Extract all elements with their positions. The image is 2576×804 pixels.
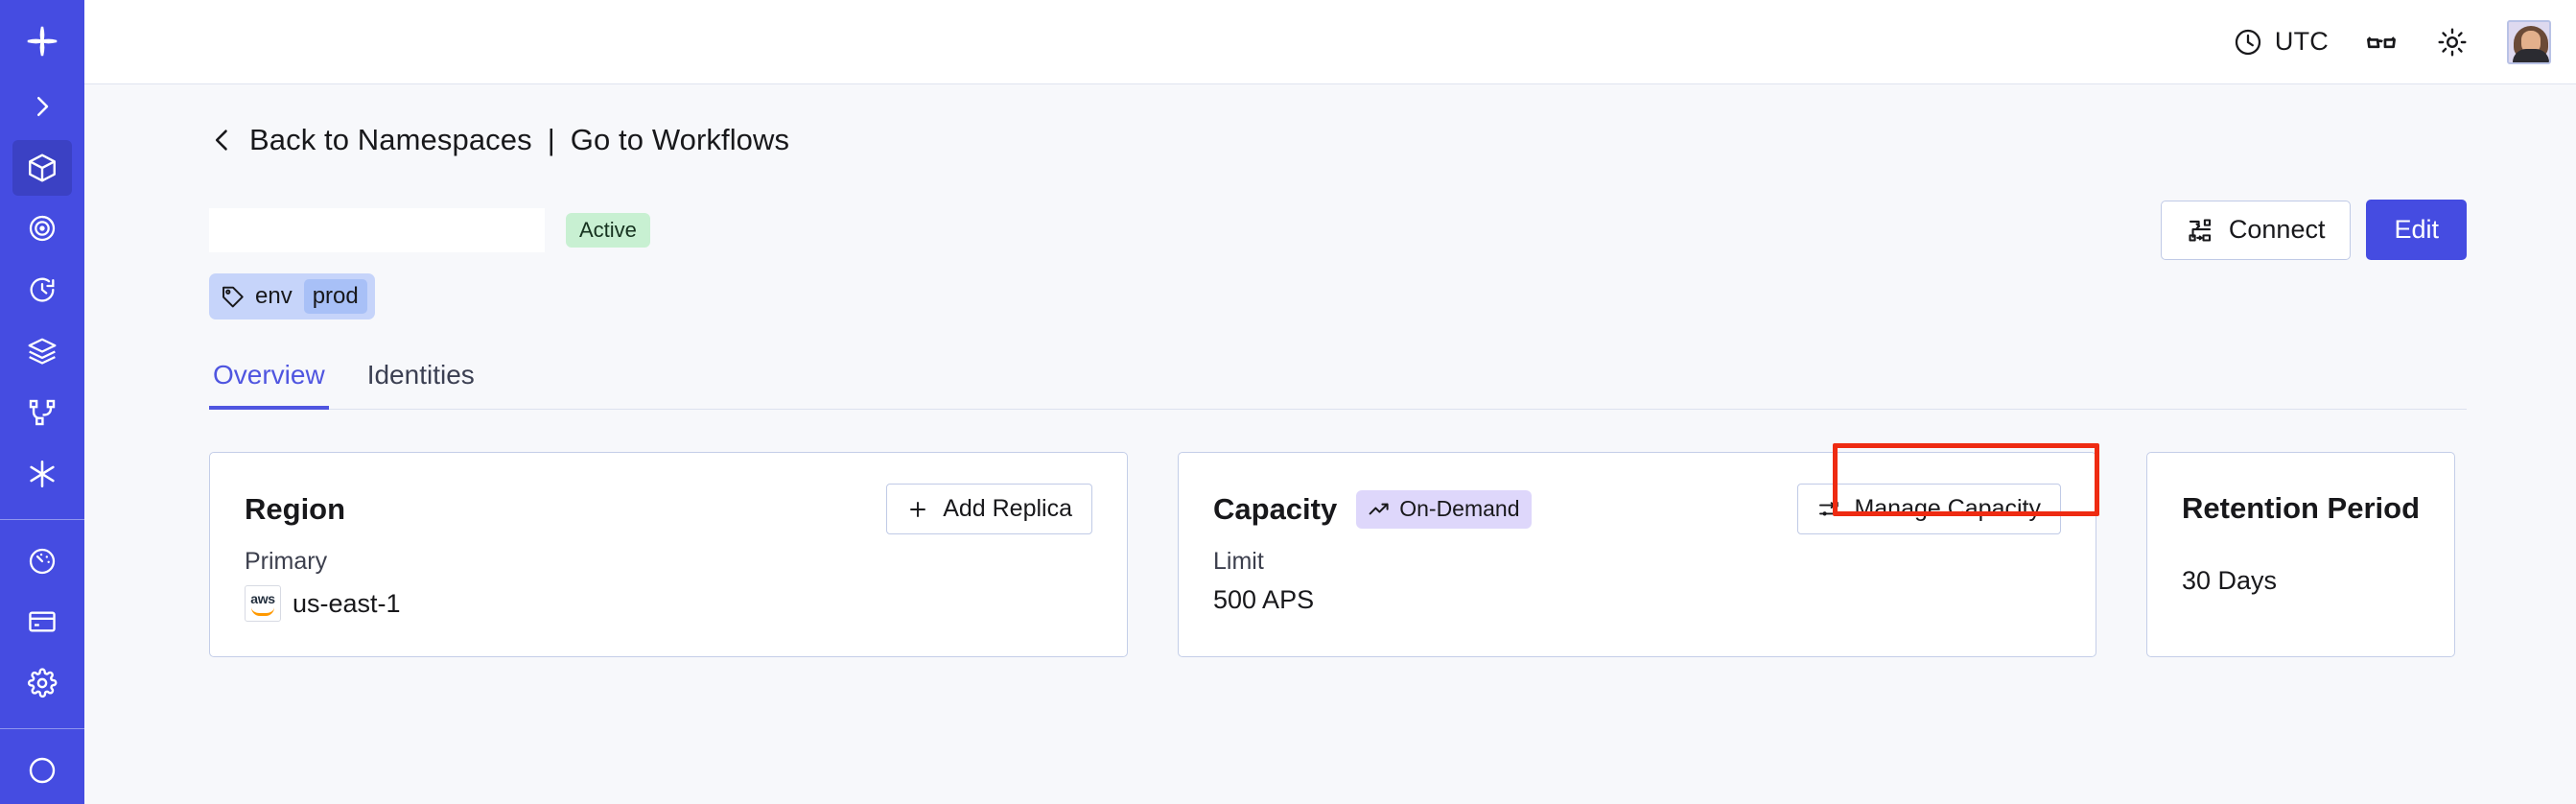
tag-chip-env[interactable]: env prod [209, 273, 375, 319]
aws-logo-smile [251, 607, 274, 616]
sidebar [0, 0, 84, 804]
page-title [209, 207, 545, 252]
sidebar-item-settings[interactable] [12, 655, 72, 711]
namespace-header-actions: Connect Edit [2160, 200, 2467, 260]
timezone-label: UTC [2274, 27, 2329, 56]
status-badge: Active [566, 212, 650, 248]
tab-bar: Overview Identities [209, 360, 2467, 410]
region-primary-label: Primary [245, 548, 328, 575]
sidebar-item-help[interactable] [12, 743, 72, 798]
gear-icon [27, 668, 58, 698]
capacity-mode-badge: On-Demand [1356, 489, 1532, 529]
sidebar-divider-bottom [0, 728, 84, 730]
content-inner: Back to Namespaces | Go to Workflows Act… [84, 123, 2576, 657]
region-card-header: Region Add Replica [245, 484, 1092, 534]
overview-cards: Region Add Replica Pr [209, 443, 2467, 657]
add-replica-button[interactable]: Add Replica [886, 484, 1092, 534]
retention-card-header: Retention Period [2182, 484, 2420, 533]
sidebar-expand-button[interactable] [12, 79, 72, 134]
tag-icon [221, 284, 246, 309]
sidebar-item-history[interactable] [12, 262, 72, 318]
capacity-card-header: Capacity On-Demand [1213, 443, 2099, 534]
region-card: Region Add Replica Pr [209, 452, 1128, 657]
retention-card: Retention Period 30 Days [2146, 452, 2456, 657]
sidebar-item-billing[interactable] [12, 595, 72, 650]
credit-card-icon [27, 606, 58, 637]
namespace-header-left: Active [209, 207, 650, 252]
asterisk-icon [26, 458, 59, 490]
manage-capacity-label: Manage Capacity [1854, 495, 2041, 522]
sliders-icon [1817, 498, 1840, 521]
region-card-title-group: Region [245, 492, 345, 527]
connect-button[interactable]: Connect [2160, 200, 2352, 260]
avatar[interactable] [2507, 19, 2551, 64]
sidebar-divider-top [0, 518, 84, 520]
trending-up-icon [1368, 498, 1391, 521]
aws-logo-icon: aws [245, 585, 281, 622]
capacity-card: Capacity On-Demand [1178, 443, 2099, 657]
main-area: UTC [84, 0, 2576, 804]
workflow-branch-icon [27, 397, 58, 428]
clock-icon [2233, 27, 2263, 58]
connect-button-label: Connect [2228, 215, 2326, 244]
avatar-face [2521, 30, 2541, 54]
tab-overview[interactable]: Overview [209, 360, 329, 410]
breadcrumb-back-link[interactable]: Back to Namespaces [249, 123, 532, 156]
top-bar: UTC [84, 0, 2576, 84]
add-replica-label: Add Replica [943, 495, 1072, 522]
region-card-title: Region [245, 491, 346, 526]
tab-identities[interactable]: Identities [366, 360, 475, 390]
capacity-limit-label: Limit [1213, 548, 1264, 575]
gauge-icon [27, 546, 58, 577]
sidebar-item-batch-operations[interactable] [12, 323, 72, 379]
chevron-left-icon[interactable] [209, 125, 236, 155]
namespace-tags: env prod [209, 273, 2467, 319]
retention-value: 30 Days [2182, 566, 2278, 595]
avatar-body [2513, 48, 2549, 62]
help-circle-icon [27, 755, 58, 786]
eye-spiral-icon [27, 213, 58, 244]
connect-flow-icon [2187, 217, 2213, 244]
breadcrumb-separator: | [547, 123, 555, 156]
page-content: Back to Namespaces | Go to Workflows Act… [84, 84, 2576, 804]
sidebar-item-namespaces[interactable] [12, 139, 72, 196]
aws-logo-text: aws [250, 590, 275, 606]
breadcrumb: Back to Namespaces | Go to Workflows [209, 123, 2467, 157]
namespace-header: Active [209, 200, 2467, 260]
capacity-card-title-group: Capacity On-Demand [1213, 489, 1532, 529]
manage-capacity-button[interactable]: Manage Capacity [1797, 484, 2061, 534]
tag-value: prod [303, 279, 367, 314]
plus-icon [906, 498, 929, 521]
reading-glasses-icon[interactable] [2354, 14, 2409, 70]
retention-card-title: Retention Period [2182, 491, 2421, 525]
timezone-selector[interactable]: UTC [2223, 19, 2338, 65]
region-value-row: aws us-east-1 [245, 585, 1092, 622]
sidebar-item-workflows[interactable] [12, 201, 72, 257]
sidebar-item-usage[interactable] [12, 533, 72, 589]
tag-key: env [255, 283, 293, 309]
top-bar-actions: UTC [2223, 14, 2551, 70]
sun-icon[interactable] [2424, 14, 2480, 70]
edit-button-label: Edit [2394, 215, 2439, 244]
temporal-logo-icon[interactable] [12, 13, 72, 69]
timer-icon [27, 274, 58, 305]
sidebar-item-schedules[interactable] [12, 385, 72, 440]
cube-icon [26, 152, 59, 184]
capacity-card-title: Capacity [1213, 491, 1338, 526]
capacity-mode-label: On-Demand [1399, 496, 1520, 521]
capacity-limit-value: 500 APS [1213, 585, 1315, 614]
region-value: us-east-1 [293, 588, 401, 618]
edit-button[interactable]: Edit [2366, 200, 2467, 260]
layers-icon [27, 336, 58, 367]
sidebar-item-nexus[interactable] [12, 446, 72, 502]
breadcrumb-workflows-link[interactable]: Go to Workflows [570, 123, 790, 156]
